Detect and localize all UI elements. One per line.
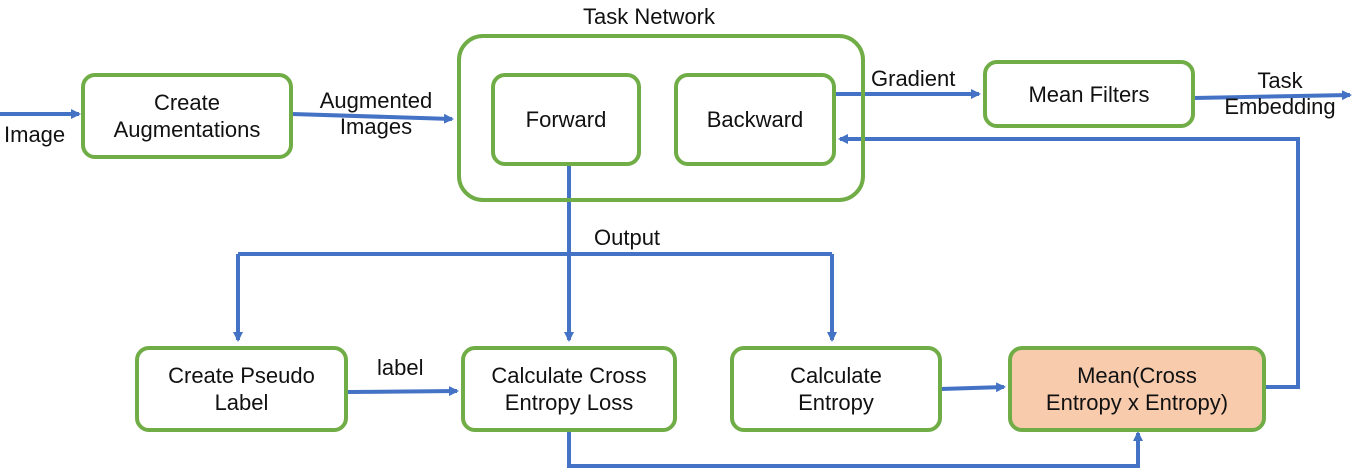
label-augmented-images: Augmented Images	[319, 88, 433, 139]
arrow-pseudo-label-to-cross-entropy	[347, 386, 459, 397]
task-network-box	[457, 34, 865, 202]
mean-cross-entropy-x-entropy-box: Mean(Cross Entropy x Entropy)	[1008, 346, 1266, 432]
label-gradient: Gradient	[871, 66, 956, 91]
backward-box: Backward	[674, 73, 836, 166]
forward-box: Forward	[491, 73, 641, 166]
mean-filters-box: Mean Filters	[983, 60, 1195, 128]
create-augmentations-text: Create Augmentations	[113, 90, 261, 142]
arrow-mean-to-backward	[838, 134, 1300, 389]
calculate-cross-entropy-loss-box: Calculate Cross Entropy Loss	[461, 346, 677, 432]
label-label: label	[377, 355, 424, 380]
calculate-entropy-text: Calculate Entropy	[790, 363, 882, 415]
create-pseudo-label-text: Create Pseudo Label	[168, 363, 315, 415]
label-task-network: Task Network	[582, 4, 716, 29]
mean-filters-text: Mean Filters	[1028, 81, 1150, 107]
calculate-entropy-box: Calculate Entropy	[730, 346, 942, 432]
mean-cross-entropy-x-entropy-text: Mean(Cross Entropy x Entropy)	[1045, 363, 1229, 415]
arrow-augmentations-to-task-network	[291, 112, 454, 124]
arrow-cross-entropy-to-mean	[567, 431, 1143, 468]
label-output: Output	[594, 225, 661, 250]
forward-text: Forward	[525, 107, 607, 132]
arrow-mean-filters-to-embedding	[1193, 90, 1352, 101]
label-task-embedding: Task Embedding	[1224, 68, 1336, 119]
create-pseudo-label-box: Create Pseudo Label	[135, 346, 348, 432]
arrow-entropy-to-mean	[940, 382, 1006, 393]
calculate-cross-entropy-loss-text: Calculate Cross Entropy Loss	[491, 363, 647, 415]
label-image: Image	[4, 122, 66, 147]
backward-text: Backward	[706, 107, 804, 132]
create-augmentations-box: Create Augmentations	[81, 73, 293, 159]
